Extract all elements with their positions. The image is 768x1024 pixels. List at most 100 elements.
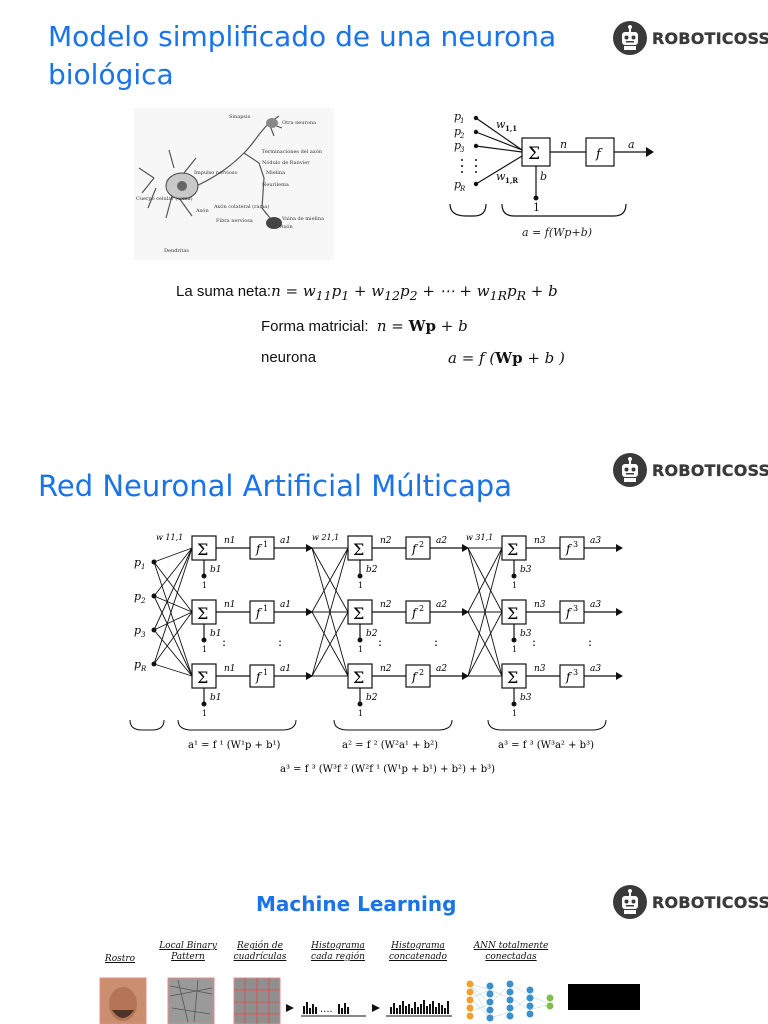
biological-neuron-illustration: Sinapsis Otra neurona Terminaciones del … (134, 108, 334, 260)
svg-text:Σ: Σ (353, 604, 364, 623)
eq-neurona-label: neurona (261, 349, 317, 366)
svg-text:b1: b1 (210, 565, 222, 575)
svg-text:n2: n2 (380, 536, 392, 546)
svg-text:1: 1 (358, 709, 363, 718)
slide2-title: Red Neuronal Artificial Múlticapa (38, 469, 512, 503)
svg-text:1,1: 1,1 (505, 124, 517, 133)
layer2-equation: a² = f ² (W²a¹ + b²) (342, 740, 438, 751)
svg-text:1: 1 (358, 581, 363, 590)
svg-text:1: 1 (512, 581, 517, 590)
label-impulso: Impulso nervioso (194, 170, 237, 176)
svg-text::: : (434, 635, 438, 649)
svg-text:1: 1 (512, 645, 517, 654)
svg-text:n3: n3 (534, 664, 546, 674)
svg-text:p: p (134, 556, 141, 569)
svg-text:1: 1 (202, 645, 207, 654)
logo-text: ROBOTICOSS (652, 461, 768, 480)
svg-text:2: 2 (419, 604, 424, 613)
svg-text:n1: n1 (224, 664, 236, 674)
label-terminaciones: Terminaciones del axón (262, 148, 323, 155)
label-sinapsis: Sinapsis (229, 114, 251, 120)
svg-text:f: f (565, 670, 573, 684)
svg-text:1: 1 (358, 645, 363, 654)
svg-text:b: b (540, 170, 547, 183)
svg-text:b3: b3 (520, 693, 532, 703)
svg-text::: : (278, 635, 282, 649)
lbp-image-icon (167, 977, 215, 1024)
roboticoss-logo: ROBOTICOSS (612, 20, 768, 60)
svg-text:b2: b2 (366, 693, 378, 703)
svg-text:p: p (454, 110, 461, 123)
svg-text:f: f (255, 542, 263, 556)
svg-text:w: w (496, 118, 506, 131)
label-axon: Axón (195, 207, 209, 214)
svg-text:Σ: Σ (197, 604, 208, 623)
svg-text:3: 3 (573, 604, 578, 613)
label-vaina: Vaina de mielina (281, 216, 324, 222)
neuron-model-caption: a = f(Wp+b) (522, 226, 592, 239)
robot-icon (613, 453, 647, 487)
svg-text:b3: b3 (520, 565, 532, 575)
pipeline-label-ann: ANN totalmente conectadas (473, 941, 549, 962)
svg-text:Σ: Σ (353, 668, 364, 687)
svg-text:Σ: Σ (528, 144, 540, 164)
label-ranvier: Nódulo de Ranvier (262, 159, 310, 166)
svg-text:1: 1 (263, 668, 268, 677)
svg-text::: : (222, 635, 226, 649)
roboticoss-logo: ROBOTICOSS (612, 452, 768, 492)
svg-text:a1: a1 (280, 536, 291, 546)
svg-text:b2: b2 (366, 565, 378, 575)
svg-text:Σ: Σ (507, 668, 518, 687)
svg-text:b2: b2 (366, 629, 378, 639)
svg-text:n2: n2 (380, 664, 392, 674)
svg-text:p: p (134, 658, 141, 671)
svg-text:1: 1 (141, 563, 145, 571)
svg-text:1: 1 (512, 709, 517, 718)
robot-icon (613, 21, 647, 55)
svg-text:Σ: Σ (197, 668, 208, 687)
output-box (568, 984, 640, 1010)
svg-text:b1: b1 (210, 693, 222, 703)
svg-text:a3: a3 (590, 536, 601, 546)
svg-text:2: 2 (419, 668, 424, 677)
eq-neurona-formula: a = f (Wp + b ) (448, 349, 565, 367)
label-mielina: Mielina (266, 170, 285, 176)
svg-text:1: 1 (263, 604, 268, 613)
layer3-equation: a³ = f ³ (W³a² + b³) (498, 740, 594, 751)
logo-text: ROBOTICOSS (652, 29, 768, 48)
svg-text:f: f (411, 670, 419, 684)
svg-text:n: n (560, 138, 567, 151)
svg-text:1: 1 (263, 540, 268, 549)
svg-text:f: f (411, 606, 419, 620)
eq-suma-neta: La suma neta:n = w11p1 + w12p2 + ⋯ + w1R… (176, 282, 558, 303)
svg-text:a2: a2 (436, 600, 447, 610)
svg-text:a2: a2 (436, 664, 447, 674)
full-network-equation: a³ = f ³ (W³f ² (W²f ¹ (W¹p + b¹) + b²) … (280, 764, 495, 775)
svg-text:1: 1 (533, 201, 540, 214)
label-colateral: Axón colateral (rama) (213, 203, 269, 210)
roboticoss-logo: ROBOTICOSS (612, 884, 768, 924)
svg-text:2: 2 (140, 597, 146, 605)
svg-text:R: R (140, 665, 147, 673)
svg-text:n2: n2 (380, 600, 392, 610)
svg-text:b3: b3 (520, 629, 532, 639)
svg-text:1: 1 (202, 581, 207, 590)
svg-text:a3: a3 (590, 600, 601, 610)
slide3-title: Machine Learning (256, 892, 457, 916)
svg-text:f: f (565, 542, 573, 556)
ml-pipeline-graphic: .... (99, 977, 640, 1024)
pipeline-label-region: Región de cuadrículas (233, 941, 287, 962)
layer1-equation: a¹ = f ¹ (W¹p + b¹) (188, 740, 281, 751)
svg-text:1,R: 1,R (505, 176, 518, 185)
eq-forma-matricial: Forma matricial: n = Wp + b (261, 317, 468, 335)
pipeline-label-rostro: Rostro (104, 954, 136, 964)
label-axon-2: Axón (279, 223, 293, 230)
svg-text:w 31,1: w 31,1 (466, 533, 493, 542)
svg-text:f: f (565, 606, 573, 620)
svg-text:Σ: Σ (353, 540, 364, 559)
slide1-title: Modelo simplificado de una neurona bioló… (48, 20, 557, 91)
svg-text:w 11,1: w 11,1 (156, 533, 183, 542)
svg-text:a1: a1 (280, 600, 291, 610)
